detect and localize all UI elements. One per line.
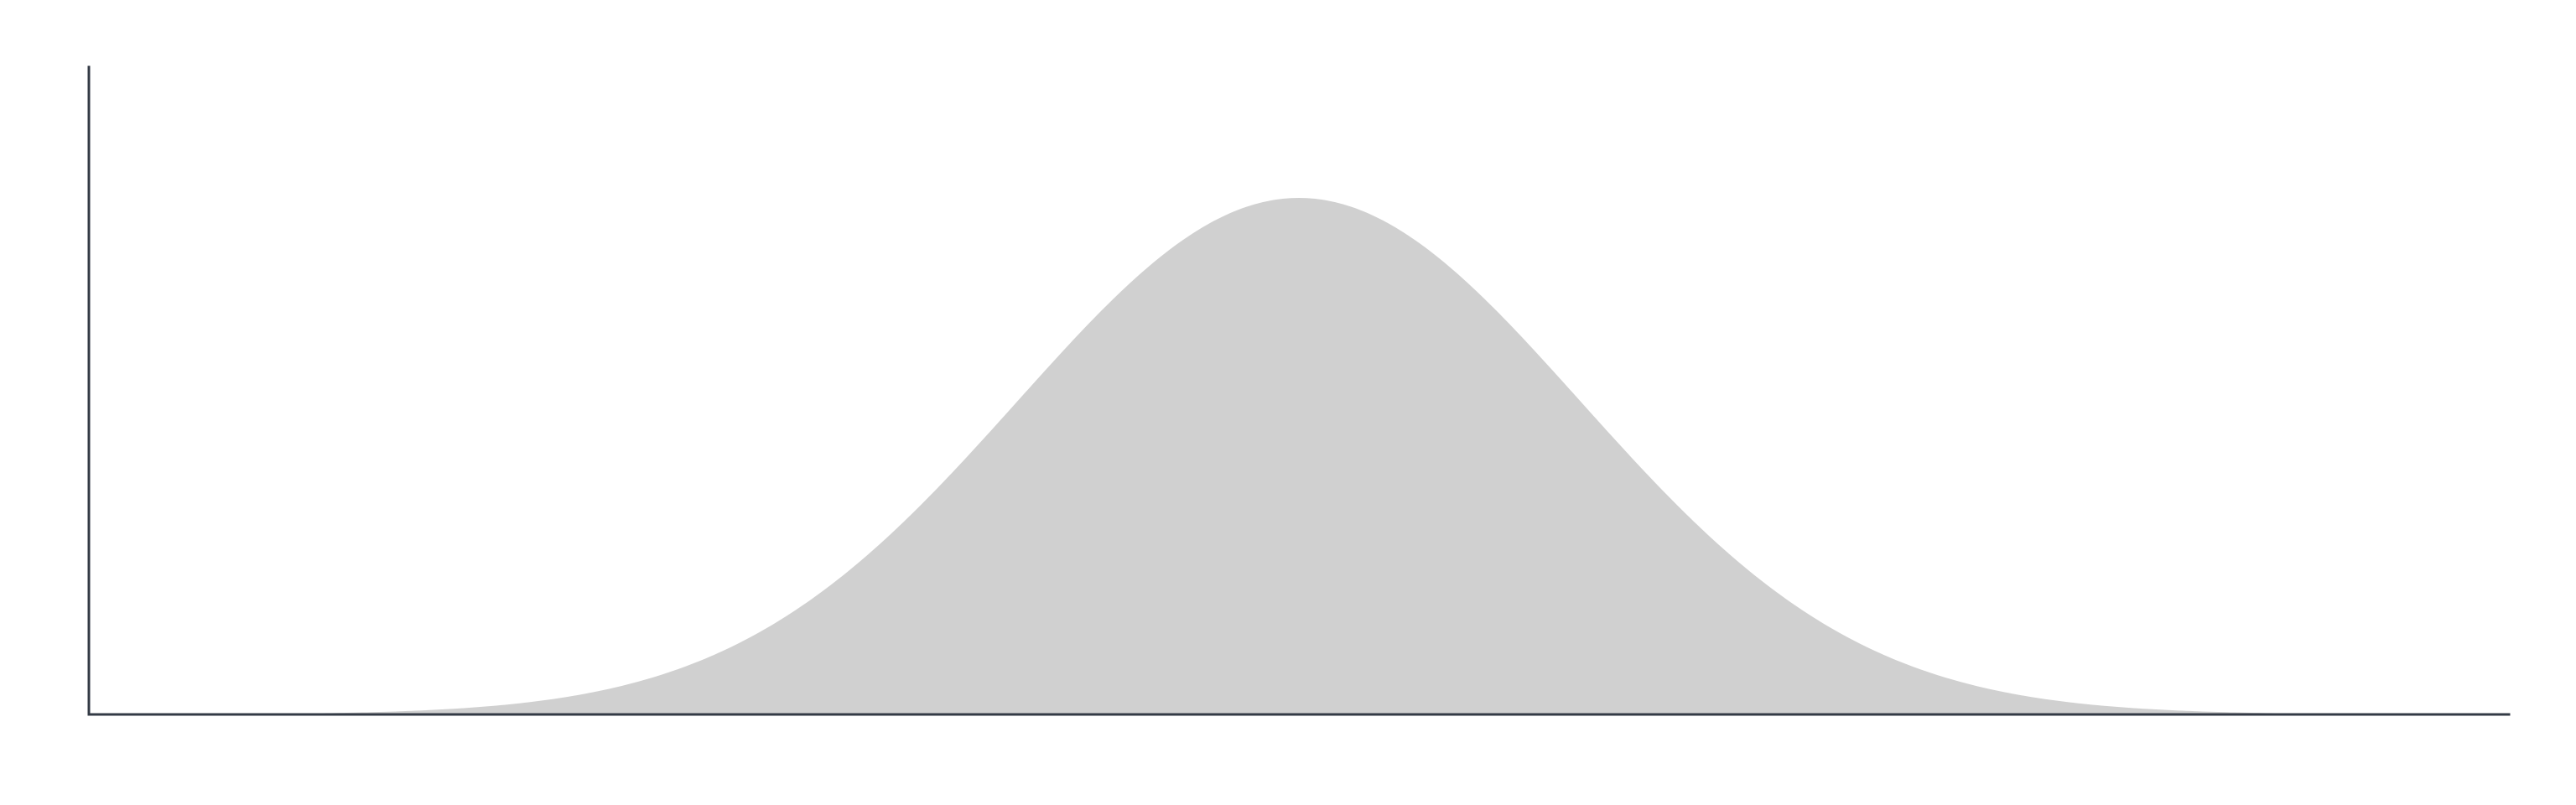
axis-layer	[87, 65, 2511, 716]
density-area	[89, 198, 2509, 714]
area-layer	[89, 198, 2509, 714]
